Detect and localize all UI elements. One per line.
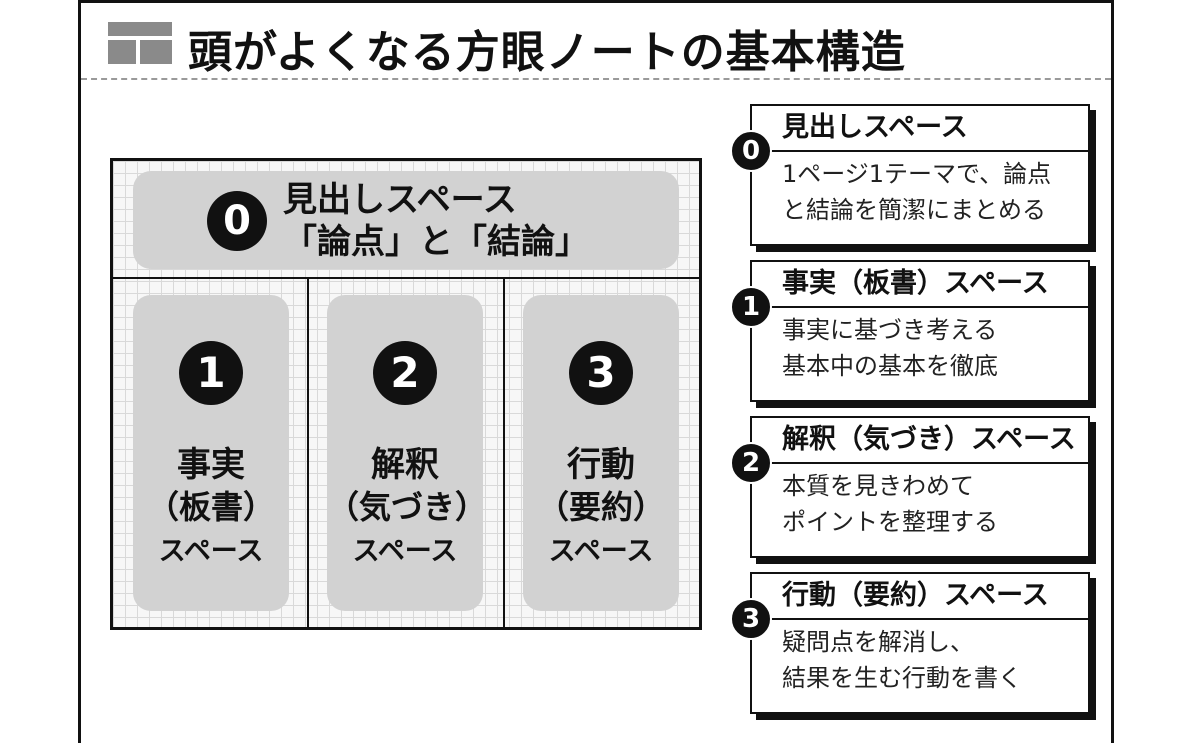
- legend-card-body: 1ページ1テーマで、論点 と結論を簡潔にまとめる: [752, 152, 1088, 228]
- page-frame: [78, 0, 1114, 743]
- legend-card-title: 事実（板書）スペース: [752, 262, 1088, 308]
- header-divider: [113, 277, 699, 279]
- grid-layout-icon: [108, 22, 172, 64]
- legend-card-line: 基本中の基本を徹底: [782, 352, 998, 380]
- legend-card-line: 本質を見きわめて: [782, 472, 974, 500]
- legend-card-headline: 0 見出しスペース 1ページ1テーマで、論点 と結論を簡潔にまとめる: [730, 104, 1090, 246]
- action-space-suffix: スペース: [548, 536, 654, 567]
- action-number-badge: 3: [569, 341, 633, 405]
- legend-card-title: 見出しスペース: [752, 106, 1088, 152]
- legend-card-line: ポイントを整理する: [782, 508, 998, 536]
- fact-space-sub: （板書）: [146, 488, 275, 526]
- action-space: 3 行動 （要約） スペース: [523, 295, 679, 611]
- title-divider: [81, 78, 1111, 80]
- column-divider-2: [503, 279, 505, 627]
- legend-card-title: 解釈（気づき）スペース: [752, 418, 1088, 464]
- legend-card-line: 事実に基づき考える: [782, 316, 998, 344]
- fact-space-suffix: スペース: [158, 536, 264, 567]
- legend-card-action: 3 行動（要約）スペース 疑問点を解消し、 結果を生む行動を書く: [730, 572, 1090, 714]
- header-line1: 見出しスペース: [283, 180, 517, 220]
- legend-card-interpretation: 2 解釈（気づき）スペース 本質を見きわめて ポイントを整理する: [730, 416, 1090, 558]
- action-space-name: 行動: [567, 445, 635, 485]
- legend-card-line: 結果を生む行動を書く: [782, 664, 1022, 692]
- fact-space: 1 事実 （板書） スペース: [133, 295, 289, 611]
- legend-card-fact: 1 事実（板書）スペース 事実に基づき考える 基本中の基本を徹底: [730, 260, 1090, 402]
- legend-number-badge: 1: [730, 286, 772, 328]
- header-number-badge: 0: [207, 191, 267, 251]
- legend-number-badge: 2: [730, 442, 772, 484]
- interpretation-number-badge: 2: [373, 341, 437, 405]
- interpretation-space-name: 解釈: [371, 445, 439, 485]
- legend-number-badge: 3: [730, 598, 772, 640]
- action-space-sub: （要約）: [536, 488, 665, 526]
- fact-space-name: 事実: [177, 445, 245, 485]
- legend-card-line: 1ページ1テーマで、論点: [782, 160, 1052, 188]
- interpretation-space: 2 解釈 （気づき） スペース: [327, 295, 488, 611]
- fact-number-badge: 1: [179, 341, 243, 405]
- legend-card-title: 行動（要約）スペース: [752, 574, 1088, 620]
- legend-number-badge: 0: [730, 130, 772, 172]
- column-divider-1: [307, 279, 309, 627]
- legend-card-body: 事実に基づき考える 基本中の基本を徹底: [752, 308, 1088, 384]
- legend-card-body: 本質を見きわめて ポイントを整理する: [752, 464, 1088, 540]
- legend-card-body: 疑問点を解消し、 結果を生む行動を書く: [752, 620, 1088, 696]
- header-line2: 「論点」と「結論」: [283, 222, 589, 262]
- notebook-diagram: 0 見出しスペース 「論点」と「結論」 1 事実 （板書） スペース 2 解釈 …: [110, 158, 702, 630]
- header-space: 0 見出しスペース 「論点」と「結論」: [133, 171, 679, 269]
- legend-card-line: 疑問点を解消し、: [782, 628, 974, 656]
- page-title: 頭がよくなる方眼ノートの基本構造: [188, 27, 906, 78]
- interpretation-space-sub: （気づき）: [327, 488, 488, 526]
- legend-card-line: と結論を簡潔にまとめる: [782, 196, 1046, 224]
- interpretation-space-suffix: スペース: [352, 536, 458, 567]
- header-space-label: 見出しスペース 「論点」と「結論」: [283, 179, 589, 263]
